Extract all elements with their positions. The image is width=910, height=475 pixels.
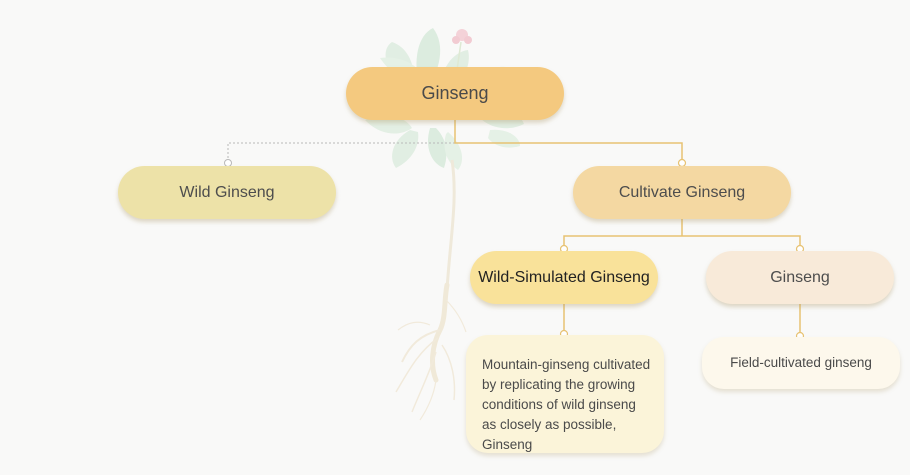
description-field-cultivated: Field-cultivated ginseng [702, 337, 900, 389]
node-ginseng-child: Ginseng [706, 251, 894, 304]
node-ginseng-root: Ginseng [346, 67, 564, 120]
node-cultivate-ginseng: Cultivate Ginseng [573, 166, 791, 219]
node-wild-simulated-ginseng: Wild-Simulated Ginseng [470, 251, 658, 304]
node-wild-ginseng: Wild Ginseng [118, 166, 336, 219]
description-field-cultivated-text: Field-cultivated ginseng [730, 355, 872, 370]
node-cultivate-ginseng-label: Cultivate Ginseng [618, 183, 746, 201]
description-wild-simulated: Mountain-ginseng cultivated by replicati… [466, 335, 664, 453]
description-wild-simulated-text: Mountain-ginseng cultivated by replicati… [482, 357, 651, 452]
connector-root-cultivate [454, 120, 683, 160]
node-ginseng-child-label: Ginseng [770, 268, 830, 286]
connector-root-wild [227, 142, 455, 160]
node-ginseng-root-label: Ginseng [421, 83, 489, 103]
node-wild-simulated-ginseng-label: Wild-Simulated Ginseng [478, 268, 650, 286]
node-wild-ginseng-label: Wild Ginseng [179, 183, 275, 201]
connector-cultivate-children [563, 219, 801, 246]
